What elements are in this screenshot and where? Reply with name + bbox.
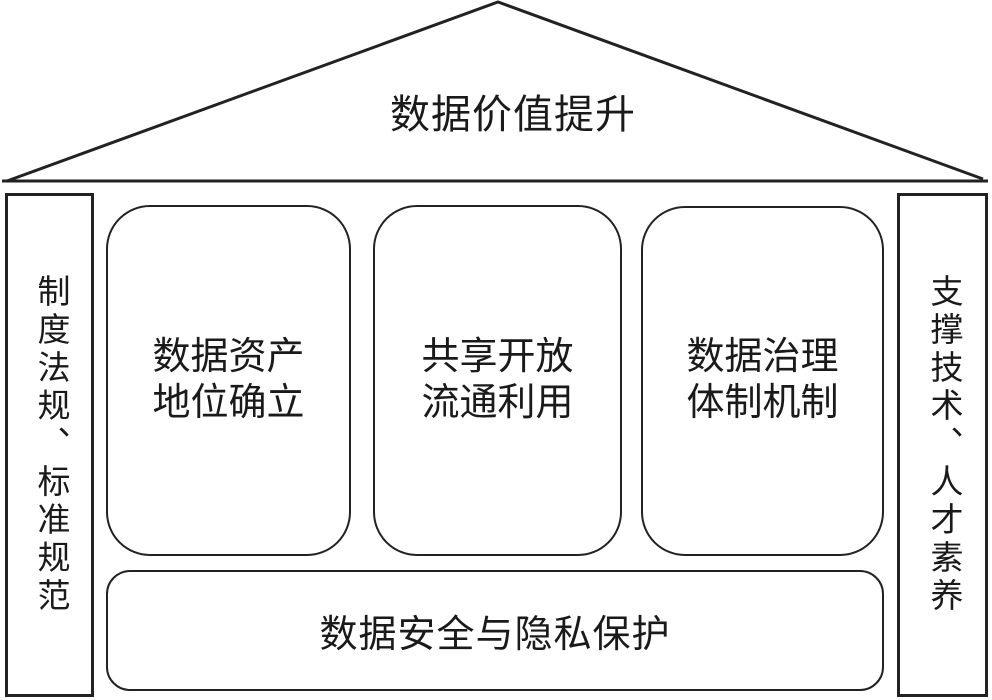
right-support-bar: 支撑技术、人才素养 — [897, 193, 988, 697]
base-bar-security-label: 数据安全与隐私保护 — [319, 614, 671, 656]
left-support-bar: 制度法规、标准规范 — [5, 193, 94, 697]
pillar-label-line: 数据治理 — [686, 336, 839, 379]
base-bar-security: 数据安全与隐私保护 — [106, 570, 884, 691]
pillar-sharing-circulation: 共享开放 流通利用 — [373, 205, 622, 556]
pillar-label-line: 数据资产 — [152, 335, 305, 378]
roof-triangle — [2, 0, 988, 183]
roof-slope-lines — [6, 0, 984, 183]
pillar-data-asset-label: 数据资产 地位确立 — [152, 335, 304, 426]
pillar-data-governance-label: 数据治理 体制机制 — [686, 335, 838, 426]
roof-label: 数据价值提升 — [390, 92, 636, 137]
pillar-data-governance: 数据治理 体制机制 — [641, 206, 884, 556]
right-support-bar-label: 支撑技术、人才素养 — [925, 274, 961, 616]
pillar-label-line: 地位确立 — [152, 381, 305, 424]
pillar-sharing-circulation-label: 共享开放 流通利用 — [421, 335, 573, 426]
pillar-data-asset: 数据资产 地位确立 — [106, 205, 351, 556]
pillar-label-line: 共享开放 — [421, 335, 574, 378]
pillar-label-line: 体制机制 — [686, 382, 839, 424]
pillar-label-line: 流通利用 — [421, 381, 574, 424]
left-support-bar-label: 制度法规、标准规范 — [32, 274, 68, 616]
